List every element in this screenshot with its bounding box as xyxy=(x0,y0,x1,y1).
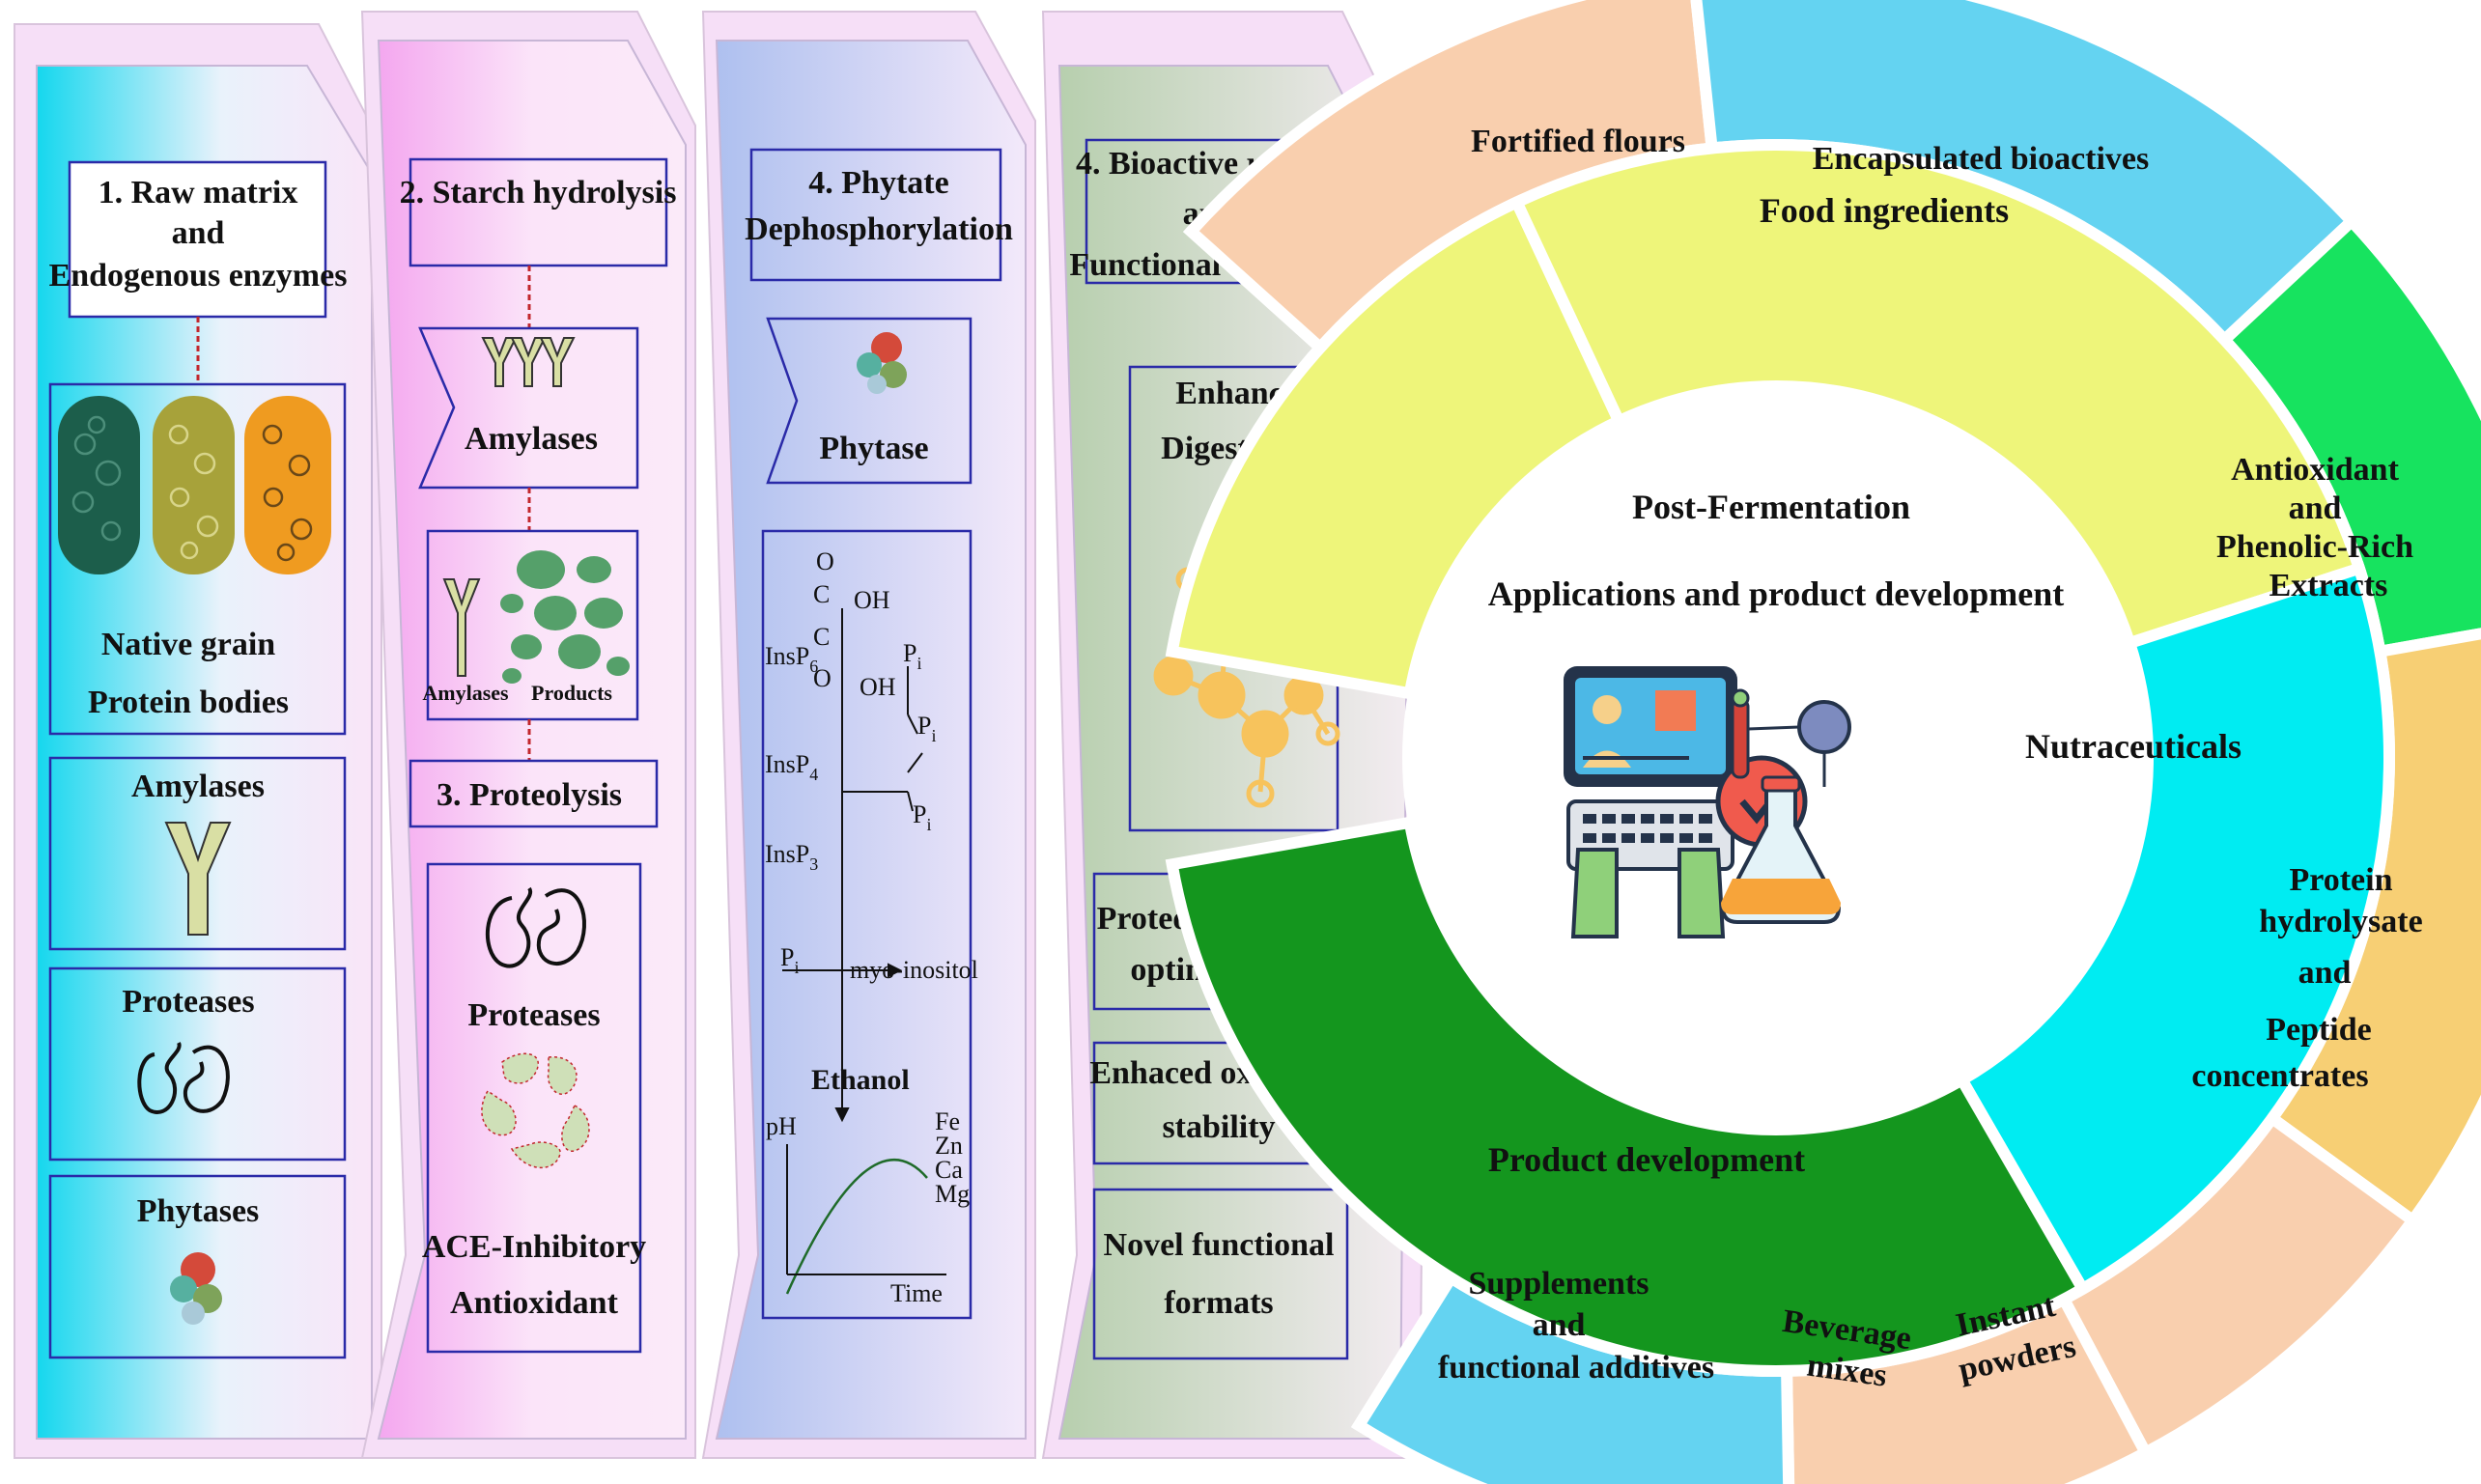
proteases-bioactive-box xyxy=(426,862,642,1354)
proteolysis-title: 3. Proteolysis xyxy=(437,777,622,813)
inner-label-product: Product development xyxy=(1488,1140,1805,1179)
phytate-title-2: Dephosphorylation xyxy=(745,211,1013,247)
phytase-chevron-box xyxy=(766,317,973,485)
outer-label-protein-5: concentrates xyxy=(2191,1058,2368,1094)
proteases-label-2: Proteases xyxy=(467,997,600,1033)
panel-raw-matrix: 1. Raw matrix and Endogenous enzymes Nat… xyxy=(14,23,382,1459)
phytate-pathway xyxy=(782,608,946,1295)
native-grain-box xyxy=(48,382,347,736)
novel-label-2: formats xyxy=(1164,1285,1273,1321)
products-icon xyxy=(500,550,630,684)
novel-box xyxy=(1092,1188,1349,1360)
chem-fe: Fe xyxy=(935,1107,960,1135)
phytase-icon xyxy=(170,1252,222,1325)
grain-icon-orange xyxy=(244,396,331,574)
inner-label-food: Food ingredients xyxy=(1760,191,2009,230)
raw-matrix-title-3: Endogenous enzymes xyxy=(49,258,348,294)
chem-pi-2: Pi xyxy=(917,712,936,745)
antioxidant-label: Antioxidant xyxy=(450,1285,618,1321)
chem-pi-3: Pi xyxy=(913,800,931,834)
amylase-icon xyxy=(164,822,232,936)
amylases-label: Amylases xyxy=(131,769,265,804)
outer-label-supplements-1: Supplements xyxy=(1468,1266,1649,1302)
chem-mg: Mg xyxy=(935,1180,970,1208)
chem-time: Time xyxy=(890,1279,943,1307)
outer-label-protein-2: hydrolysate xyxy=(2259,904,2422,939)
starch-hydrolysis-box xyxy=(409,157,668,267)
chem-o: O xyxy=(813,664,832,692)
outer-label-antioxidant-3: Phenolic-Rich xyxy=(2216,529,2413,565)
panel-phytate: 4. Phytate Dephosphorylation Phytase xyxy=(701,11,1036,1459)
native-grain-label-2: Protein bodies xyxy=(88,685,289,720)
phytases-label: Phytases xyxy=(137,1193,260,1229)
ace-peptide-icon xyxy=(481,1052,590,1169)
proteases-label: Proteases xyxy=(122,984,254,1020)
outer-label-protein-4: Peptide xyxy=(2266,1012,2372,1048)
chem-c2: C xyxy=(813,623,830,651)
chem-c1: C xyxy=(813,580,830,608)
raw-matrix-title-2: and xyxy=(172,215,225,251)
novel-label-1: Novel functional xyxy=(1104,1227,1335,1263)
phytase-label: Phytase xyxy=(819,431,928,466)
outer-label-fortified: Fortified flours xyxy=(1471,124,1685,159)
phytate-title-box xyxy=(749,148,1002,282)
applications-wheel: Post-Fermentation Applications and produ… xyxy=(1165,0,2481,1484)
amylase-triple-icon xyxy=(481,337,576,387)
outer-label-antioxidant-1: Antioxidant xyxy=(2231,452,2399,488)
chem-ethanol: Ethanol xyxy=(811,1064,910,1096)
grain-icon-dark xyxy=(58,396,140,574)
wheel-center-title: Post-Fermentation xyxy=(1632,488,1910,526)
oxidative-label-2: stability xyxy=(1162,1109,1275,1145)
protease-icon-2 xyxy=(485,886,586,968)
amylase-products-box xyxy=(426,529,639,721)
small-products-label: Products xyxy=(531,681,612,705)
chem-o-top: O xyxy=(816,547,834,575)
chem-zn: Zn xyxy=(935,1132,963,1160)
chem-pi-1: Pi xyxy=(903,639,921,673)
chem-insp6: InsP6 xyxy=(765,642,818,676)
phytase-enzyme-icon xyxy=(857,332,907,394)
chem-oh2: OH xyxy=(860,673,896,701)
ace-inhibitory-label: ACE-Inhibitory xyxy=(422,1229,646,1265)
flask-lab-icon xyxy=(1720,688,1851,924)
grain-icon-olive xyxy=(153,396,235,574)
chem-insp4: InsP4 xyxy=(765,750,818,784)
wheel-center-subtitle: Applications and product development xyxy=(1488,574,2064,613)
outer-label-protein-1: Protein xyxy=(2289,862,2392,898)
chem-pi-4: Pi xyxy=(780,943,799,977)
outer-label-supplements-3: functional additives xyxy=(1438,1350,1714,1386)
raw-matrix-title-1: 1. Raw matrix xyxy=(99,175,298,210)
raw-matrix-title-box xyxy=(68,160,327,319)
chem-insp3: InsP3 xyxy=(765,840,818,874)
chem-ph: pH xyxy=(766,1112,797,1140)
amylases-box xyxy=(48,756,347,951)
native-grain-label-1: Native grain xyxy=(101,627,275,662)
phytate-title-1: 4. Phytate xyxy=(808,165,948,201)
chem-myo-inositol: myo-inositol xyxy=(850,956,978,984)
outer-label-supplements-2: and xyxy=(1533,1307,1586,1343)
outer-label-antioxidant-4: Extracts xyxy=(2270,568,2388,603)
starch-hydrolysis-title: 2. Starch hydrolysis xyxy=(400,175,677,210)
chem-oh1: OH xyxy=(854,586,890,614)
amylases-label-2: Amylases xyxy=(465,421,598,457)
phytases-box xyxy=(48,1174,347,1359)
chem-ca: Ca xyxy=(935,1156,963,1184)
small-amylases-label: Amylases xyxy=(422,681,509,705)
outer-label-antioxidant-2: and xyxy=(2289,490,2342,526)
inner-label-nutra: Nutraceuticals xyxy=(2025,727,2241,766)
small-amylase-icon xyxy=(442,578,481,677)
proteolysis-box xyxy=(409,759,659,828)
phytate-pathway-box xyxy=(761,529,973,1320)
proteases-box xyxy=(48,966,347,1162)
outer-label-protein-3: and xyxy=(2298,955,2352,991)
outer-label-encapsulated: Encapsulated bioactives xyxy=(1813,141,2150,177)
panel-starch-hydrolysis: 2. Starch hydrolysis Amylases Amylases P… xyxy=(360,11,696,1459)
protease-icon xyxy=(137,1042,230,1114)
